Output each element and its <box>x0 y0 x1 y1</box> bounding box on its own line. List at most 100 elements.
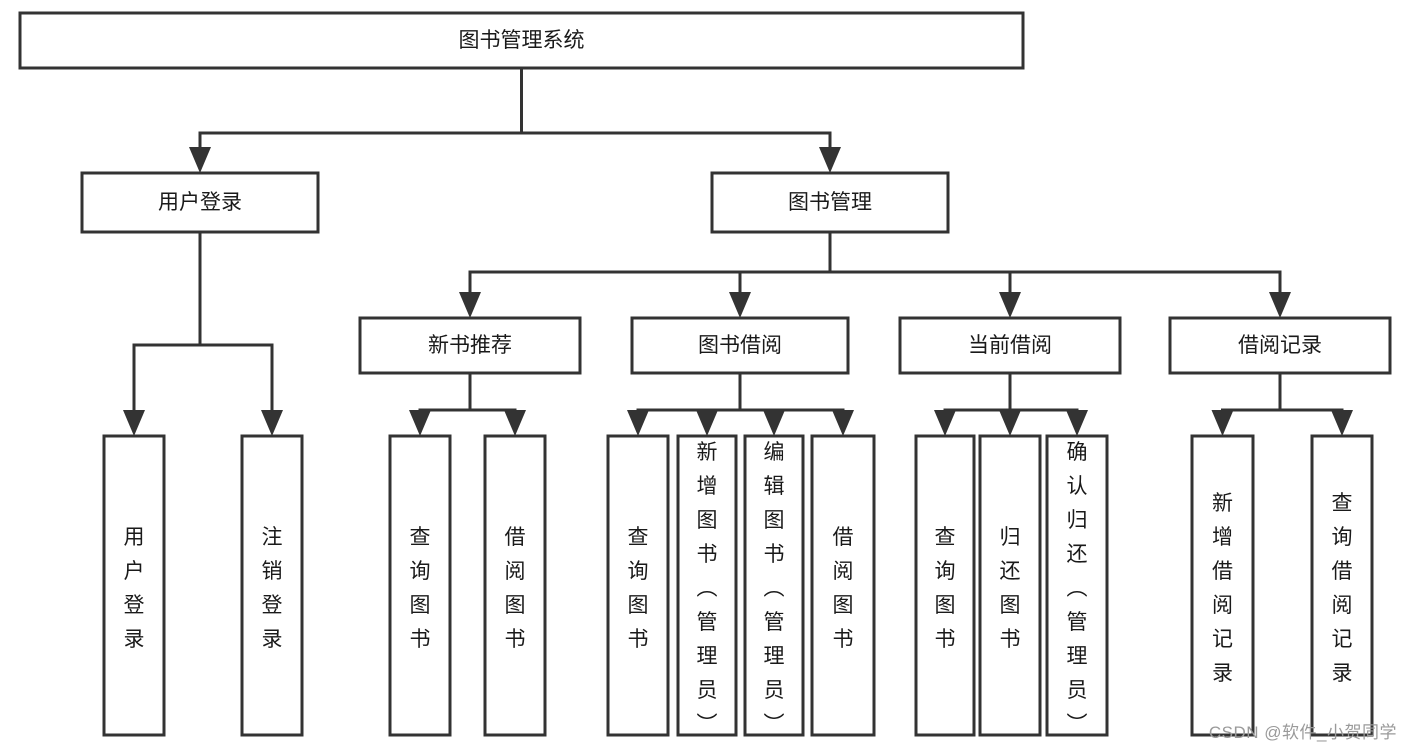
node-label-char: 查 <box>935 526 956 549</box>
node-label-char: ︵ <box>697 577 718 600</box>
node-box[interactable] <box>358 316 582 375</box>
node-level2-1[interactable]: 图书管理 <box>710 171 950 234</box>
node-box[interactable] <box>240 434 304 737</box>
node-label-char: 阅 <box>833 560 854 583</box>
node-level3-0[interactable]: 新书推荐 <box>358 316 582 375</box>
node-label: 图书借阅 <box>698 334 782 357</box>
node-label-char: 登 <box>262 594 283 617</box>
node-leaf-11[interactable]: 新增借阅记录 <box>1190 434 1255 737</box>
node-label: 用户登录 <box>158 191 242 214</box>
node-box[interactable] <box>606 434 670 737</box>
node-label-char: 认 <box>1067 475 1088 498</box>
node-label-char: 归 <box>1067 509 1088 532</box>
arrow-head-icon <box>832 410 854 436</box>
node-label-char: 书 <box>764 543 785 566</box>
node-label-char: 理 <box>764 645 785 668</box>
node-label: 借阅图书 <box>505 526 526 651</box>
node-label-char: 询 <box>628 560 649 583</box>
node-label-char: 记 <box>1332 628 1353 651</box>
node-label-char: 确 <box>1067 441 1088 464</box>
arrow-head-icon <box>999 292 1021 318</box>
node-level3-3[interactable]: 借阅记录 <box>1168 316 1392 375</box>
node-level2-0[interactable]: 用户登录 <box>80 171 320 234</box>
node-level3-1[interactable]: 图书借阅 <box>630 316 850 375</box>
node-label: 确认归还︵管理员︶ <box>1067 441 1088 736</box>
node-label-char: 借 <box>1212 560 1233 583</box>
arrow-head-icon <box>1331 410 1353 436</box>
arrow-head-icon <box>729 292 751 318</box>
arrow-head-icon <box>189 147 211 173</box>
node-label: 新增图书︵管理员︶ <box>697 441 718 736</box>
node-label-char: 员 <box>1067 679 1088 702</box>
node-label-char: 录 <box>1212 662 1233 685</box>
node-leaf-2[interactable]: 查询图书 <box>388 434 452 737</box>
node-box[interactable] <box>388 434 452 737</box>
node-box[interactable] <box>80 171 320 234</box>
node-leaf-7[interactable]: 借阅图书 <box>810 434 876 737</box>
node-leaf-4[interactable]: 查询图书 <box>606 434 670 737</box>
node-box[interactable] <box>914 434 976 737</box>
node-label-char: 归 <box>1000 526 1021 549</box>
node-label: 图书管理 <box>788 191 872 214</box>
arrow-head-icon <box>261 410 283 436</box>
node-leaf-3[interactable]: 借阅图书 <box>483 434 547 737</box>
node-box[interactable] <box>898 316 1122 375</box>
node-label-char: 书 <box>410 628 431 651</box>
node-label-char: 查 <box>410 526 431 549</box>
node-box[interactable] <box>710 171 950 234</box>
node-leaf-0[interactable]: 用户登录 <box>102 434 166 737</box>
node-box[interactable] <box>1310 434 1374 737</box>
node-box[interactable] <box>1168 316 1392 375</box>
node-box[interactable] <box>102 434 166 737</box>
node-label-char: 编 <box>764 441 785 464</box>
node-box[interactable] <box>676 434 738 737</box>
arrow-head-icon <box>459 292 481 318</box>
node-level3-2[interactable]: 当前借阅 <box>898 316 1122 375</box>
arrow-head-icon <box>763 410 785 436</box>
node-label-char: 录 <box>1332 662 1353 685</box>
connector-layer <box>123 66 1353 436</box>
node-label-char: 书 <box>935 628 956 651</box>
node-label-char: ︵ <box>764 577 785 600</box>
node-leaf-6[interactable]: 编辑图书︵管理员︶ <box>743 434 805 737</box>
arrow-head-icon <box>504 410 526 436</box>
node-label-char: 管 <box>764 611 785 634</box>
node-box[interactable] <box>630 316 850 375</box>
node-box[interactable] <box>483 434 547 737</box>
node-label-char: 增 <box>697 475 718 498</box>
node-label-char: 阅 <box>505 560 526 583</box>
node-label: 查询图书 <box>410 526 431 651</box>
node-leaf-1[interactable]: 注销登录 <box>240 434 304 737</box>
node-box[interactable] <box>1190 434 1255 737</box>
node-label-char: 增 <box>1212 526 1233 549</box>
node-label-char: 图 <box>505 594 526 617</box>
node-box[interactable] <box>978 434 1042 737</box>
node-box[interactable] <box>743 434 805 737</box>
node-label-char: 书 <box>833 628 854 651</box>
node-label-char: 查 <box>1332 492 1353 515</box>
node-label-char: 还 <box>1000 560 1021 583</box>
node-root-图书管理系统[interactable]: 图书管理系统 <box>18 11 1025 70</box>
arrow-head-icon <box>1211 410 1234 436</box>
node-label-char: 图 <box>764 509 785 532</box>
node-label-char: ︶ <box>697 713 718 736</box>
node-box[interactable] <box>810 434 876 737</box>
arrow-head-icon <box>999 410 1021 436</box>
node-label-char: 录 <box>262 628 283 651</box>
node-label-char: 注 <box>262 526 283 549</box>
node-leaf-12[interactable]: 查询借阅记录 <box>1310 434 1374 737</box>
node-leaf-5[interactable]: 新增图书︵管理员︶ <box>676 434 738 737</box>
node-label-char: 图 <box>697 509 718 532</box>
node-label-char: 阅 <box>1212 594 1233 617</box>
node-leaf-10[interactable]: 确认归还︵管理员︶ <box>1045 434 1109 737</box>
node-label-char: 理 <box>1067 645 1088 668</box>
node-leaf-8[interactable]: 查询图书 <box>914 434 976 737</box>
node-box[interactable] <box>18 11 1025 70</box>
node-label-char: 图 <box>410 594 431 617</box>
node-box[interactable] <box>1045 434 1109 737</box>
node-leaf-9[interactable]: 归还图书 <box>978 434 1042 737</box>
arrow-head-icon <box>1066 410 1088 436</box>
node-label: 查询借阅记录 <box>1332 492 1353 685</box>
node-label-char: 询 <box>1332 526 1353 549</box>
